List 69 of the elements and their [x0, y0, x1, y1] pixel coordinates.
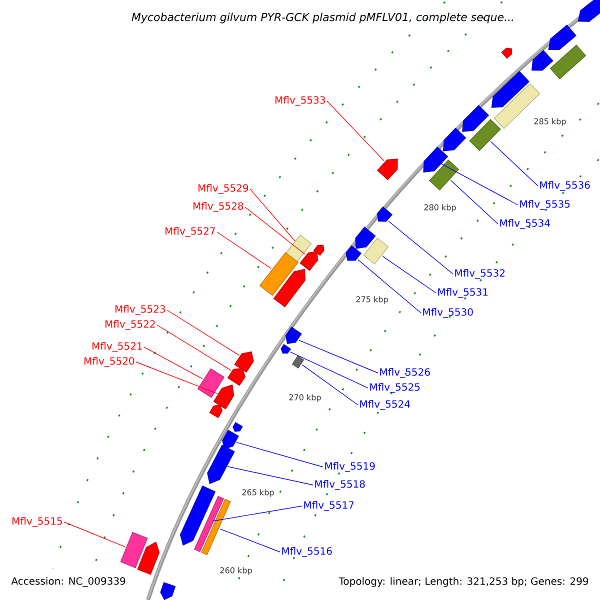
leader-line	[64, 522, 126, 548]
gene-label: Mflv_5519	[325, 462, 375, 472]
gene-label: Mflv_5528	[194, 202, 244, 212]
gene-label: Mflv_5521	[92, 342, 142, 352]
gene-label: Mflv_5517	[304, 501, 354, 511]
gene-pentagon	[578, 0, 600, 22]
leader-line	[490, 141, 538, 186]
leader-line	[250, 188, 296, 242]
gene-pentagon	[222, 430, 239, 450]
scale-label: 275 kbp	[354, 295, 390, 305]
gene-pentagon	[213, 384, 234, 410]
leader-line	[144, 346, 203, 380]
leader-line	[166, 310, 240, 356]
leader-line	[388, 220, 454, 274]
gene-label: Mflv_5524	[360, 400, 410, 410]
gene-block	[120, 532, 148, 568]
gene-label: Mflv_5523	[116, 305, 165, 315]
gene-label: Mflv_5525	[370, 383, 420, 393]
gene-block	[363, 238, 389, 264]
scale-label: 260 kbp	[218, 566, 254, 576]
gene-label: Mflv_5520	[84, 357, 134, 367]
gene-label: Mflv_5535	[520, 200, 570, 210]
gene-pentagon	[313, 244, 324, 256]
leader-line	[136, 362, 218, 394]
gene-pentagon	[137, 542, 160, 575]
scale-label: 280 kbp	[422, 203, 458, 213]
leader-line	[440, 163, 518, 206]
gene-label: Mflv_5536	[540, 181, 590, 191]
gene-label: Mflv_5515	[12, 517, 62, 527]
gene-pentagon	[207, 444, 235, 484]
leader-line	[156, 324, 232, 371]
gene-pentagon	[160, 582, 176, 600]
leader-line	[236, 442, 324, 468]
gene-label: Mflv_5532	[455, 269, 504, 279]
gene-pentagon	[501, 48, 512, 59]
leader-line	[326, 100, 384, 162]
leader-line	[358, 259, 422, 314]
gene-label: Mflv_5530	[423, 308, 473, 318]
gene-pentagon	[273, 268, 306, 308]
gene-pentagon	[285, 326, 302, 344]
gene-label: Mflv_5529	[198, 184, 248, 194]
title: Mycobacterium gilvum PYR-GCK plasmid pMFLV01, complete seque...	[132, 12, 514, 24]
scale-label: 285 kbp	[532, 117, 568, 127]
gene-label: Mflv_5522	[106, 320, 155, 330]
leader-line	[302, 364, 358, 406]
leader-line	[298, 340, 378, 374]
info-text: Accession: NC_009339	[10, 576, 127, 588]
gene-label: Mflv_5533	[276, 96, 325, 106]
leader-line	[216, 232, 272, 269]
leader-line	[227, 466, 314, 486]
leader-line	[244, 206, 306, 255]
gene-pentagon	[548, 24, 576, 50]
leader-line	[450, 180, 498, 224]
gene-label: Mflv_5518	[315, 480, 365, 490]
gene-label: Mflv_5527	[166, 227, 215, 237]
scale-label: 265 kbp	[240, 488, 276, 498]
scale-label: 270 kbp	[288, 393, 322, 403]
info-text: Topology: linear; Length: 321,253 bp; Genes: 299	[338, 576, 590, 588]
gene-label: Mflv_5531	[438, 288, 488, 298]
gene-pentagon	[232, 422, 243, 432]
leader-line	[220, 528, 280, 552]
gene-label: Mflv_5526	[380, 368, 430, 378]
leader-line	[212, 506, 302, 522]
gene-label: Mflv_5534	[500, 219, 550, 229]
gene-pentagon	[531, 50, 554, 71]
gene-pentagon	[355, 226, 376, 249]
leader-line	[290, 352, 368, 388]
gene-label: Mflv_5516	[282, 547, 332, 557]
leader-line	[382, 256, 436, 294]
